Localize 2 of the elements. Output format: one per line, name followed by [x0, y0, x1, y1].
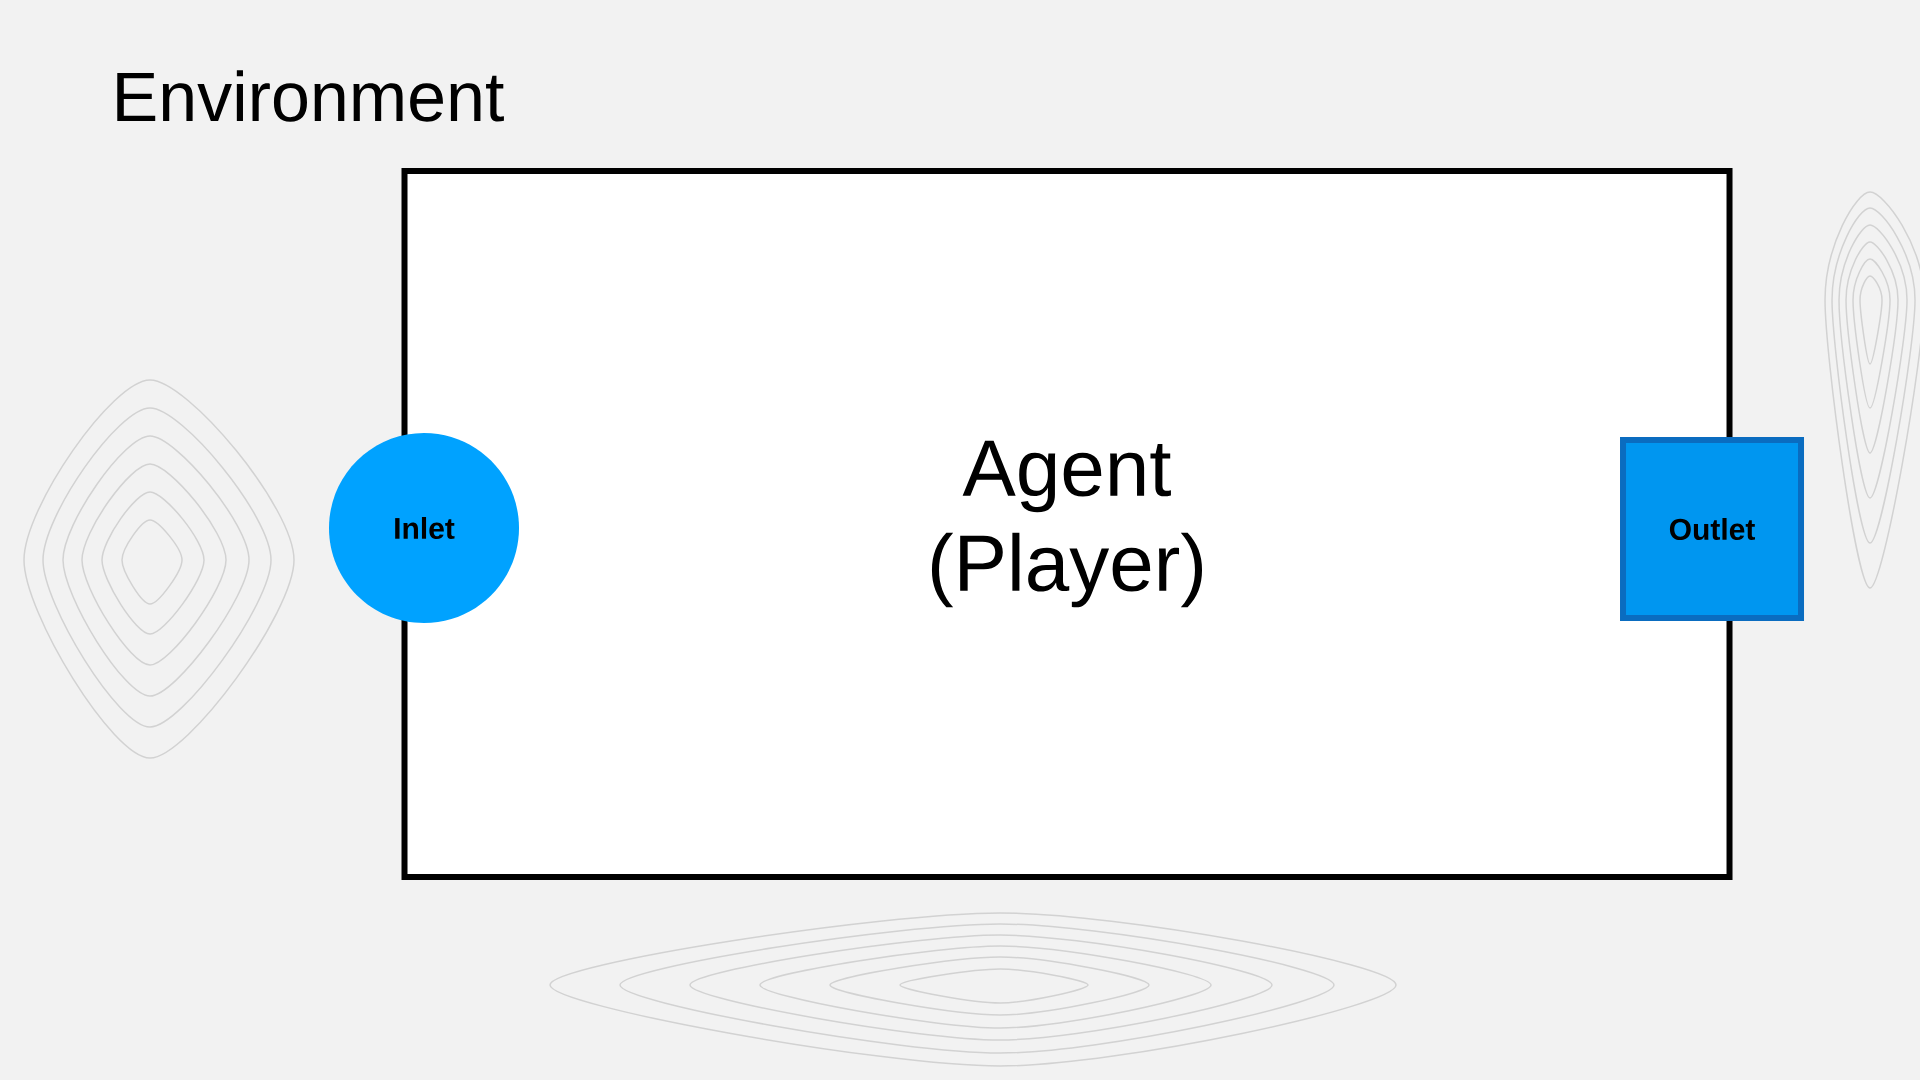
outlet-square: Outlet	[1620, 437, 1804, 621]
title: Environment	[117, 70, 504, 122]
